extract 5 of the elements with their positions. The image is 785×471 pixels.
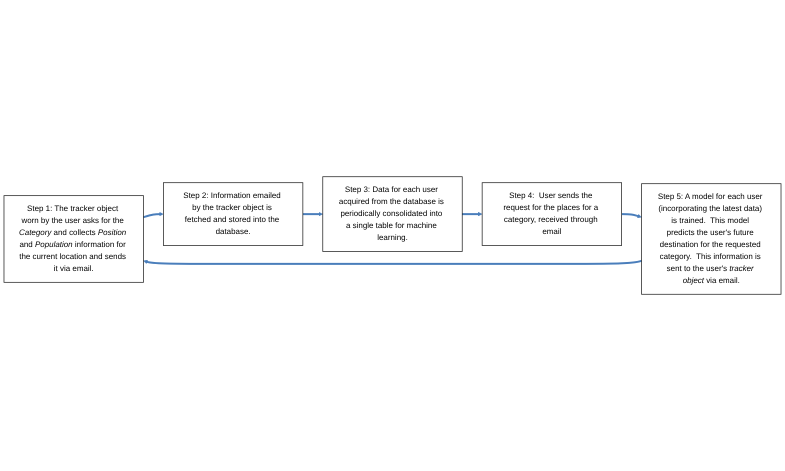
arrow [143, 260, 642, 265]
arrow [462, 212, 482, 216]
arrow [622, 213, 642, 218]
arrow [302, 212, 323, 216]
arrow [143, 212, 164, 218]
